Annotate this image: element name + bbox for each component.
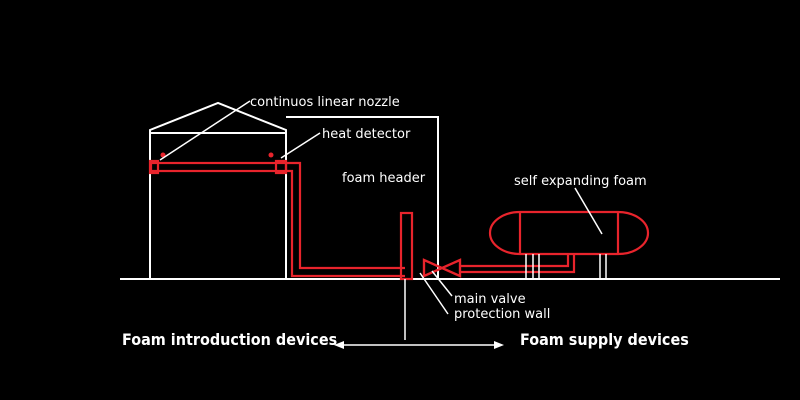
section-arrow: [334, 341, 504, 349]
main-valve: [422, 258, 462, 278]
label-self-expanding-foam: self expanding foam: [514, 174, 647, 189]
label-heat-detector: heat detector: [322, 127, 411, 142]
valve-leader: [431, 270, 453, 297]
nozzle-leader: [159, 100, 251, 161]
storage-tank: [149, 101, 287, 279]
foam-tank: [488, 210, 650, 256]
linear-nozzle-pipe: [148, 159, 288, 175]
foam-tank-supports: [525, 254, 607, 279]
label-main-valve: main valve: [454, 292, 526, 307]
label-continuous-nozzle: continuos linear nozzle: [250, 95, 400, 110]
wall-leader: [419, 272, 449, 315]
heat-detector-dot: [268, 152, 274, 158]
foam-tank-leader: [574, 187, 603, 235]
label-foam-header: foam header: [342, 171, 426, 186]
label-foam-supply: Foam supply devices: [520, 330, 689, 349]
foam-header-riser: [399, 211, 414, 281]
nozzle-dot: [160, 152, 166, 158]
protection-wall: [286, 116, 439, 279]
supply-pipe: [286, 161, 576, 278]
detector-leader: [280, 132, 321, 159]
label-foam-introduction: Foam introduction devices: [122, 330, 337, 349]
label-protection-wall: protection wall: [454, 307, 550, 322]
